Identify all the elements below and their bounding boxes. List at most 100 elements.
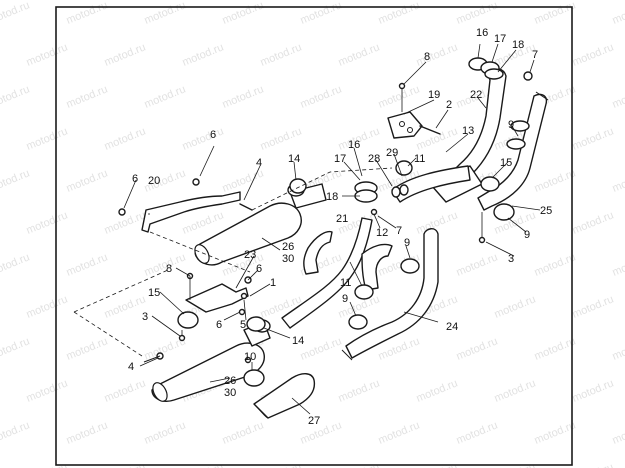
callout-11b: 11: [340, 277, 351, 289]
watermark-text: motod.ru: [65, 251, 110, 278]
part-19-bracket: [387, 82, 441, 139]
watermark-text: motod.ru: [415, 41, 460, 68]
watermark-text: motod.ru: [533, 167, 578, 194]
watermark-text: motod.ru: [571, 209, 616, 236]
watermark-text: motod.ru: [299, 0, 344, 27]
callout-6d: 6: [216, 319, 222, 331]
callout-14b: 14: [292, 335, 304, 347]
watermark-text: motod.ru: [533, 0, 578, 27]
watermark-text: motod.ru: [65, 0, 110, 27]
watermark-text: motod.ru: [611, 167, 625, 194]
watermark-text: motod.ru: [25, 377, 70, 404]
watermark-text: motod.ru: [377, 0, 422, 27]
watermark-text: motod.ru: [181, 41, 226, 68]
watermark-text: motod.ru: [65, 335, 110, 362]
watermark-text: motod.ru: [611, 335, 625, 362]
callout-11a: 11: [414, 153, 425, 165]
callout-14a: 14: [288, 153, 300, 165]
callout-6a: 6: [210, 129, 216, 141]
callout-4a: 4: [256, 157, 262, 169]
watermark-text: motod.ru: [259, 41, 304, 68]
watermark-text: motod.ru: [103, 41, 148, 68]
watermark-text: motod.ru: [0, 167, 31, 194]
callout-3a: 3: [508, 253, 514, 265]
part-13-crossover: [391, 165, 483, 203]
part-21-head-pipe: [281, 181, 393, 329]
phantom-line-4: [251, 167, 393, 211]
phantom-line-1: [149, 231, 251, 273]
callout-13: 13: [462, 125, 474, 137]
watermark-text: motod.ru: [455, 335, 500, 362]
callout-15a: 15: [500, 157, 512, 169]
watermark-text: motod.ru: [221, 419, 266, 446]
watermark-text: motod.ru: [0, 251, 31, 278]
part-22-front-head-pipe: [453, 67, 507, 181]
watermark-text: motod.ru: [377, 83, 422, 110]
watermark-text: motod.ru: [0, 83, 31, 110]
callout-6b: 6: [132, 173, 138, 185]
callout-23: 23: [244, 249, 256, 261]
callout-6c: 6: [256, 263, 262, 275]
callout-30b: 30: [224, 387, 236, 399]
watermark-text: motod.ru: [25, 125, 70, 152]
callout-19: 19: [428, 89, 440, 101]
watermark-text: motod.ru: [377, 419, 422, 446]
callout-15b: 15: [148, 287, 160, 299]
callout-9b: 9: [524, 229, 530, 241]
callout-4b: 4: [128, 361, 134, 373]
part-27-heat-shield: [253, 373, 316, 419]
watermark-text: motod.ru: [103, 125, 148, 152]
watermark-text: motod.ru: [533, 419, 578, 446]
part-clamps-right: [478, 120, 530, 244]
callout-9a: 9: [508, 119, 514, 131]
watermark-text: motod.ru: [415, 377, 460, 404]
callout-2: 2: [446, 99, 452, 111]
callout-3b: 3: [142, 311, 148, 323]
callout-27: 27: [308, 415, 320, 427]
watermark-text: motod.ru: [65, 83, 110, 110]
watermark-text: motod.ru: [455, 419, 500, 446]
callout-18a: 18: [512, 39, 524, 51]
watermark-text: motod.ru: [25, 293, 70, 320]
watermark-text: motod.ru: [299, 419, 344, 446]
watermark-text: motod.ru: [25, 209, 70, 236]
callout-18b: 18: [326, 191, 338, 203]
callout-30a: 30: [282, 253, 294, 265]
watermark-text: motod.ru: [299, 335, 344, 362]
watermark-text: motod.ru: [337, 41, 382, 68]
watermark-text: motod.ru: [143, 419, 188, 446]
watermark-text: motod.ru: [181, 209, 226, 236]
callout-5: 5: [240, 319, 246, 331]
watermark-text: motod.ru: [221, 83, 266, 110]
watermark-text: motod.ru: [571, 41, 616, 68]
watermark-text: motod.ru: [611, 419, 625, 446]
watermark-text: motod.ru: [455, 0, 500, 27]
part-20-bracket: [118, 178, 253, 233]
callout-7b: 7: [396, 225, 402, 237]
watermark-text: motod.ru: [611, 83, 625, 110]
watermark-text: motod.ru: [299, 83, 344, 110]
callout-28: 28: [368, 153, 380, 165]
callout-26a: 26: [282, 241, 294, 253]
part-24-head-pipe: [341, 228, 439, 361]
part-15-clamp-left: [177, 311, 199, 342]
callout-24: 24: [446, 321, 458, 333]
watermark-text: motod.ru: [143, 83, 188, 110]
callout-12: 12: [376, 227, 388, 239]
callout-8a: 8: [424, 51, 430, 63]
watermark-text: motod.ru: [0, 419, 31, 446]
watermark-text: motod.ru: [0, 0, 31, 27]
callout-20: 20: [148, 175, 160, 187]
watermark-text: motod.ru: [103, 377, 148, 404]
watermark-text: motod.ru: [493, 377, 538, 404]
callout-9c: 9: [404, 237, 410, 249]
callout-1: 1: [270, 277, 276, 289]
leader-lines: [123, 43, 541, 415]
watermark-text: motod.ru: [65, 167, 110, 194]
watermark-text: motod.ru: [65, 419, 110, 446]
callout-29: 29: [386, 147, 398, 159]
watermark-text: motod.ru: [221, 0, 266, 27]
callout-10: 10: [244, 351, 256, 363]
